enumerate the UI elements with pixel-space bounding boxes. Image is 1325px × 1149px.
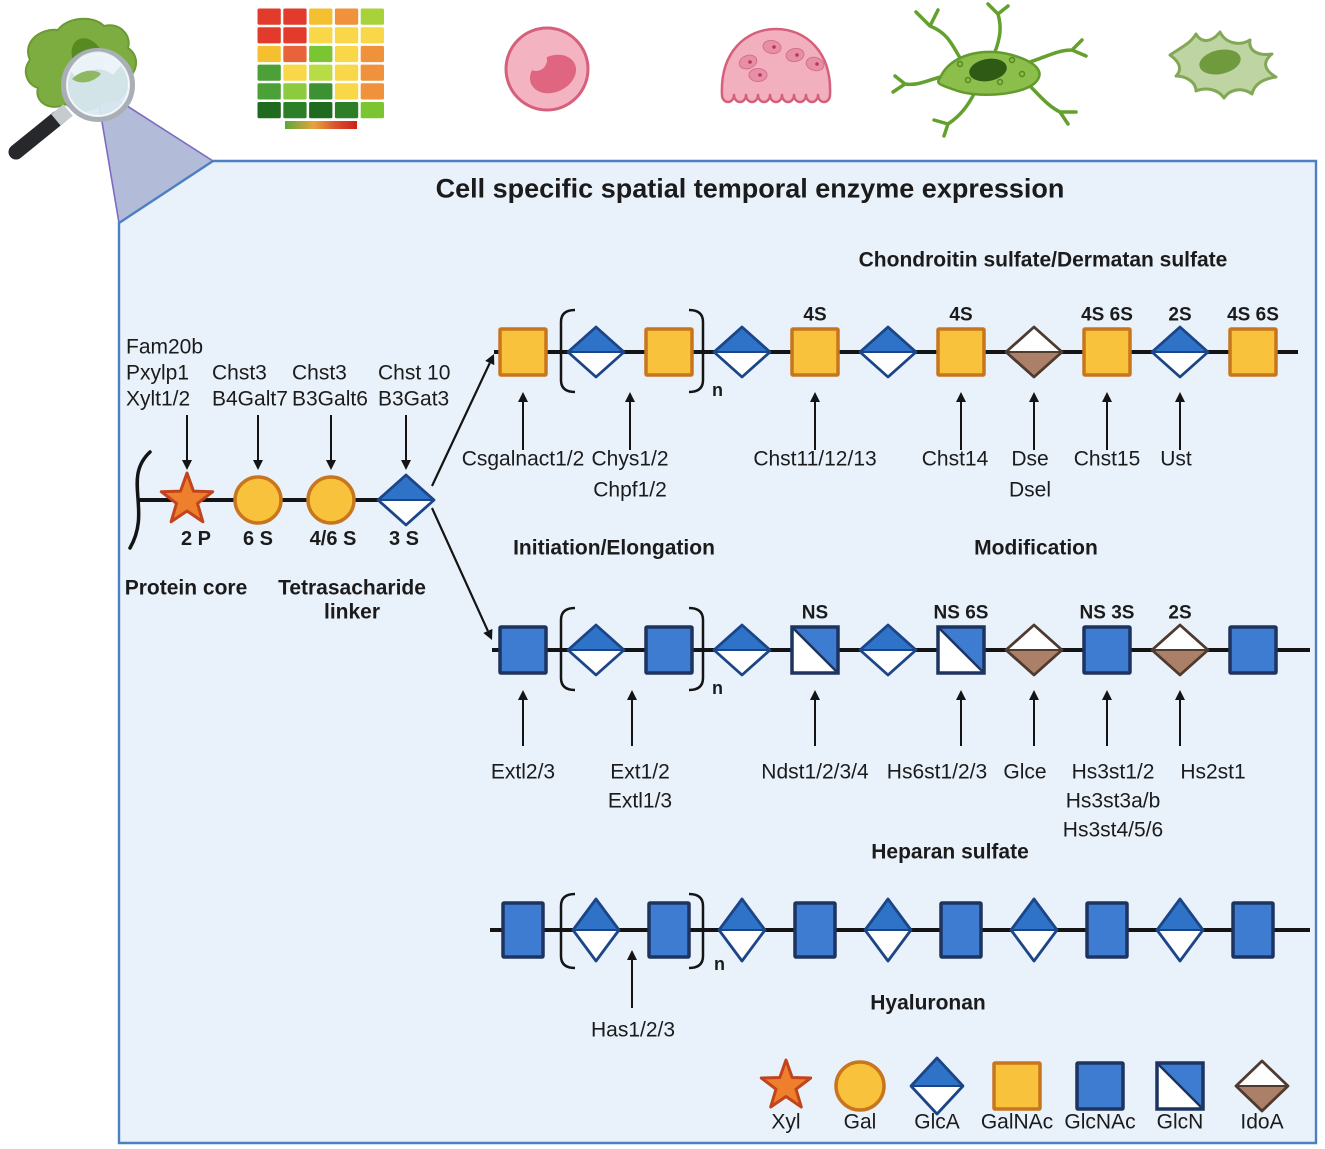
symbol-legend [759, 1056, 1290, 1116]
heparan-sulfate-chain-repeat-n: n [712, 678, 723, 698]
chondroitin-dermatan-chain-enzyme-0-line-0: Csgalnact1/2 [461, 447, 585, 471]
legend-label-gal: Gal [843, 1110, 877, 1134]
figure-title: Cell specific spatial temporal enzyme ex… [435, 173, 1065, 204]
hyaluronan-chain-enzyme-0-line-0: Has1/2/3 [590, 1018, 676, 1042]
osteoclast-cell-icon [720, 27, 832, 104]
heparan-sulfate-chain-enzyme-6-line-0: Hs2st1 [1180, 760, 1246, 784]
legend-label-xyl: Xyl [771, 1110, 801, 1134]
protein-core-label: Protein core [124, 576, 248, 600]
heparan-sulfate-chain-enzyme-4-line-0: Glce [1003, 760, 1047, 784]
chondroitin-dermatan-chain-sulfation-10: 4S 6S [1227, 304, 1279, 326]
chondroitin-dermatan-chain-sulfation-8: 4S 6S [1081, 304, 1133, 326]
heparan-sulfate-chain-enzyme-0-line-0: Extl2/3 [490, 760, 556, 784]
tetrasaccharide-linker-label-line2: linker [323, 600, 381, 624]
linker-sulfation-0: 2 P [180, 528, 212, 550]
linker-enzyme-0-line-2: Xylt1/2 [126, 387, 191, 411]
legend-label-galnac: GalNAc [980, 1110, 1054, 1134]
tetrasaccharide-linker-label-line1: Tetrasacharide [278, 576, 426, 600]
heparan-sulfate-chain-sulfation-8: NS 3S [1079, 602, 1135, 624]
linker-enzyme-2-line-1: B3Galt6 [292, 387, 368, 411]
linker-sulfation-1: 6 S [242, 528, 274, 550]
heparan-sulfate-chain [492, 606, 1310, 746]
chondroitin-dermatan-chain-repeat-n: n [712, 380, 723, 400]
tetrasaccharide-linker-section [128, 354, 495, 640]
linker-enzyme-0-line-0: Fam20b [126, 335, 204, 359]
legend-label-idoa: IdoA [1240, 1110, 1284, 1134]
modification-header: Modification [974, 536, 1098, 560]
heparan-sulfate-chain-enzyme-5-line-0: Hs3st1/2 [1071, 760, 1155, 784]
chondroitin-dermatan-chain-enzyme-1-line-0: Chys1/2 [591, 447, 669, 471]
heparan-sulfate-chain-enzyme-2-line-0: Ndst1/2/3/4 [761, 760, 869, 784]
heparan-sulfate-chain-enzyme-1-line-0: Ext1/2 [610, 760, 670, 784]
linker-sulfation-3: 3 S [388, 528, 420, 550]
chondroitin-dermatan-chain-enzyme-2-line-0: Chst11/12/13 [753, 447, 877, 471]
osteocyte-cell-icon [891, 2, 1088, 138]
legend-label-glcnac: GlcNAc [1064, 1110, 1136, 1134]
heparan-sulfate-chain-sulfation-4: NS [801, 602, 829, 624]
hyaluronan-header: Hyaluronan [870, 991, 986, 1015]
legend-label-glca: GlcA [914, 1110, 960, 1134]
expression-heatmap-icon [256, 7, 386, 129]
heparan-sulfate-chain-enzyme-5-line-2: Hs3st4/5/6 [1062, 818, 1164, 842]
chondroitin-dermatan-chain-enzyme-4-line-0: Dse [1011, 447, 1049, 471]
linker-enzyme-3-line-1: B3Gat3 [378, 387, 450, 411]
monocyte-cell-icon [504, 26, 590, 112]
heparan-sulfate-header: Heparan sulfate [871, 840, 1029, 864]
chondroitin-dermatan-chain [494, 308, 1298, 450]
hyaluronan-chain [490, 892, 1310, 1008]
linker-enzyme-2-line-0: Chst3 [292, 361, 347, 385]
cs-ds-section-header: Chondroitin sulfate/Dermatan sulfate [858, 248, 1228, 272]
heparan-sulfate-chain-enzyme-5-line-1: Hs3st3a/b [1065, 789, 1161, 813]
chondroitin-dermatan-chain-enzyme-6-line-0: Ust [1160, 447, 1192, 471]
chondroitin-dermatan-chain-enzyme-3-line-0: Chst14 [921, 447, 989, 471]
initiation-elongation-header: Initiation/Elongation [513, 536, 715, 560]
fibroblast-cell-icon [1168, 30, 1278, 100]
hyaluronan-chain-repeat-n: n [714, 954, 725, 974]
linker-enzyme-0-line-1: Pxylp1 [126, 361, 190, 385]
chondroitin-dermatan-chain-sulfation-6: 4S [949, 304, 973, 326]
linker-enzyme-1-line-0: Chst3 [212, 361, 267, 385]
linker-sulfation-2: 4/6 S [309, 528, 357, 550]
chondroitin-dermatan-chain-enzyme-4-line-1: Dsel [1008, 478, 1052, 502]
chondroitin-dermatan-chain-enzyme-5-line-0: Chst15 [1073, 447, 1141, 471]
legend-label-glcn: GlcN [1156, 1110, 1204, 1134]
heparan-sulfate-chain-sulfation-6: NS 6S [933, 602, 989, 624]
chondroitin-dermatan-chain-sulfation-9: 2S [1168, 304, 1192, 326]
linker-enzyme-3-line-0: Chst 10 [378, 361, 451, 385]
heparan-sulfate-chain-enzyme-3-line-0: Hs6st1/2/3 [886, 760, 988, 784]
chondroitin-dermatan-chain-sulfation-4: 4S [803, 304, 827, 326]
linker-enzyme-1-line-1: B4Galt7 [212, 387, 288, 411]
heparan-sulfate-chain-enzyme-1-line-1: Extl1/3 [607, 789, 673, 813]
heparan-sulfate-chain-sulfation-9: 2S [1168, 602, 1192, 624]
chondroitin-dermatan-chain-enzyme-1-line-1: Chpf1/2 [593, 478, 667, 502]
magnified-cell-icon [8, 17, 137, 160]
